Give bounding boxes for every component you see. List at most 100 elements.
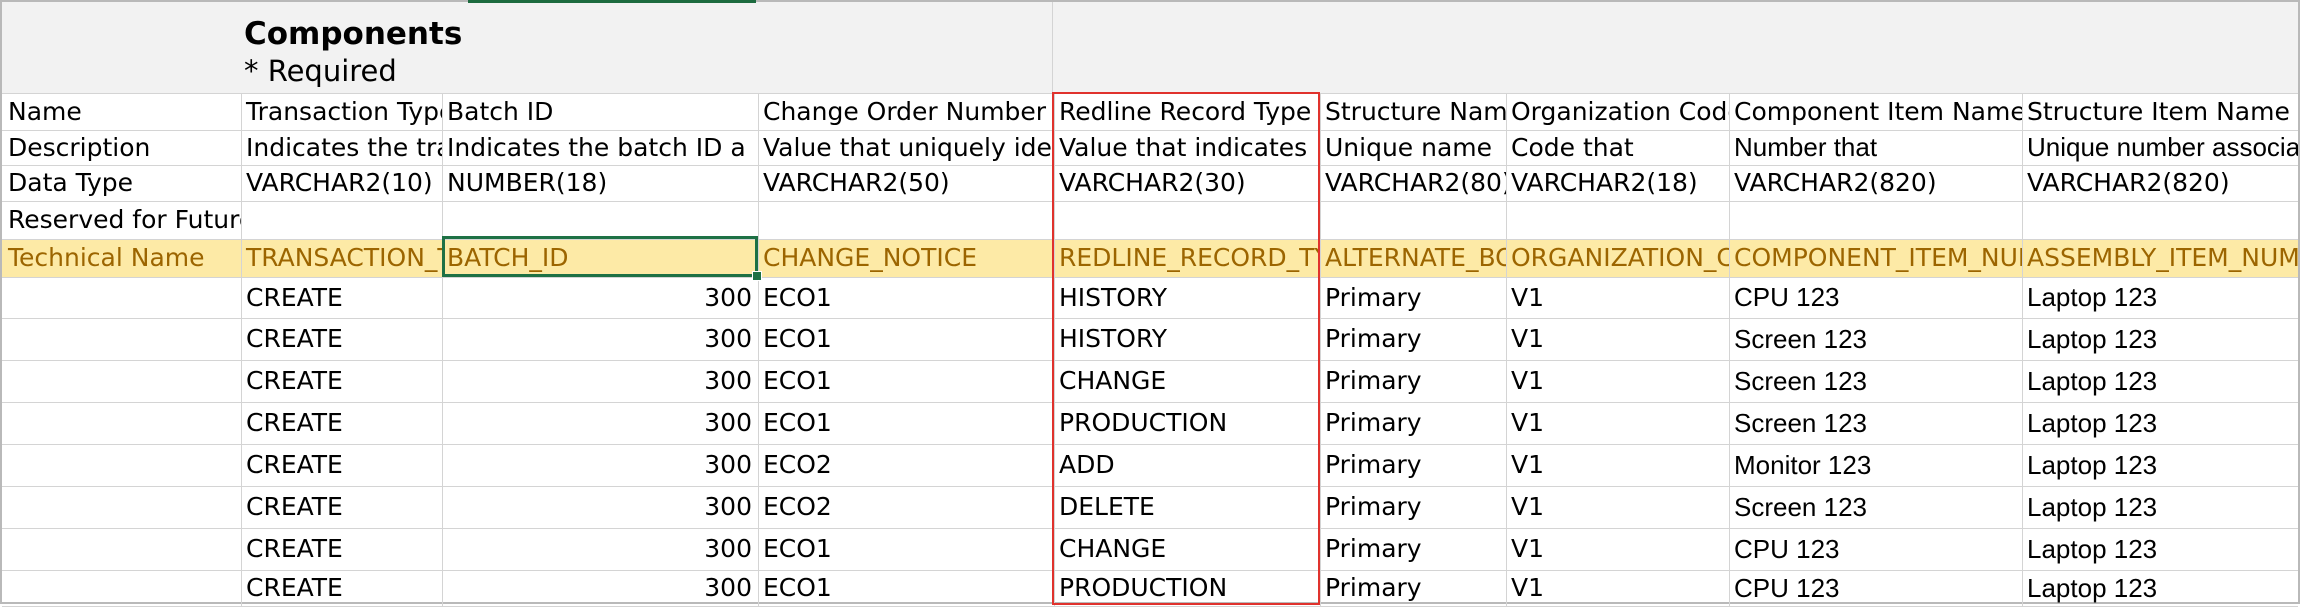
header-data-type-cell[interactable]: VARCHAR2(50): [763, 168, 950, 197]
row-blank-label[interactable]: [2, 570, 241, 606]
data-cell[interactable]: Laptop 123: [2027, 573, 2158, 603]
data-cell[interactable]: Laptop 123: [2027, 282, 2158, 312]
fill-handle[interactable]: [752, 271, 762, 281]
data-cell[interactable]: PRODUCTION: [1059, 408, 1228, 437]
data-cell[interactable]: Primary: [1325, 573, 1422, 602]
data-cell[interactable]: V1: [1511, 450, 1545, 479]
header-name-cell[interactable]: Structure Item Name: [2027, 97, 2290, 126]
data-cell[interactable]: CREATE: [246, 492, 343, 521]
data-cell[interactable]: Primary: [1325, 366, 1422, 395]
data-cell[interactable]: Primary: [1325, 324, 1422, 353]
data-cell[interactable]: Laptop 123: [2027, 366, 2158, 396]
header-data-type-cell[interactable]: VARCHAR2(30): [1059, 168, 1246, 197]
header-name-cell[interactable]: Batch ID: [447, 97, 554, 126]
data-cell[interactable]: CREATE: [246, 366, 343, 395]
data-cell[interactable]: ECO1: [763, 408, 832, 437]
data-cell[interactable]: CHANGE: [1059, 534, 1167, 563]
row-label-name[interactable]: Name: [8, 97, 82, 126]
header-data-type-cell[interactable]: VARCHAR2(10): [246, 168, 433, 197]
reserved-cell[interactable]: [241, 201, 442, 239]
row-label-data-type[interactable]: Data Type: [8, 168, 134, 197]
data-cell[interactable]: ECO1: [763, 534, 832, 563]
header-data-type-cell[interactable]: VARCHAR2(18): [1511, 168, 1698, 197]
data-cell[interactable]: 300: [704, 573, 752, 602]
data-cell[interactable]: V1: [1511, 366, 1545, 395]
data-cell[interactable]: CPU 123: [1734, 282, 1840, 312]
header-data-type-cell[interactable]: VARCHAR2(820): [1734, 168, 1937, 197]
header-technical-name-cell[interactable]: COMPONENT_ITEM_NUMBER: [1734, 243, 2022, 272]
data-cell[interactable]: Primary: [1325, 534, 1422, 563]
data-cell[interactable]: 300: [704, 408, 752, 437]
reserved-cell[interactable]: [1320, 201, 1506, 239]
row-label-technical-name[interactable]: Technical Name: [8, 243, 205, 272]
header-data-type-cell[interactable]: NUMBER(18): [447, 168, 608, 197]
data-cell[interactable]: ECO1: [763, 324, 832, 353]
data-cell[interactable]: CREATE: [246, 573, 343, 602]
header-description-cell[interactable]: Code that: [1511, 133, 1634, 162]
data-cell[interactable]: CREATE: [246, 534, 343, 563]
data-cell[interactable]: V1: [1511, 534, 1545, 563]
data-cell[interactable]: Laptop 123: [2027, 534, 2158, 564]
data-cell[interactable]: Laptop 123: [2027, 492, 2158, 522]
data-cell[interactable]: PRODUCTION: [1059, 573, 1228, 602]
header-technical-name-cell[interactable]: CHANGE_NOTICE: [763, 243, 978, 272]
data-cell[interactable]: 300: [704, 324, 752, 353]
header-name-cell[interactable]: Redline Record Type: [1059, 97, 1312, 126]
row-blank-label[interactable]: [2, 486, 241, 528]
row-label-reserved[interactable]: Reserved for Future Use: [8, 205, 241, 234]
header-name-cell[interactable]: Structure Name: [1325, 97, 1506, 126]
data-cell[interactable]: HISTORY: [1059, 324, 1168, 353]
row-blank-label[interactable]: [2, 528, 241, 570]
header-description-cell[interactable]: Value that indicates: [1059, 133, 1308, 162]
header-name-cell[interactable]: Transaction Type: [246, 97, 442, 126]
data-cell[interactable]: 300: [704, 283, 752, 312]
data-cell[interactable]: ECO1: [763, 366, 832, 395]
header-description-cell[interactable]: Indicates the batch ID a: [447, 133, 746, 162]
data-cell[interactable]: Screen 123: [1734, 324, 1867, 354]
data-cell[interactable]: ECO1: [763, 283, 832, 312]
data-cell[interactable]: 300: [704, 534, 752, 563]
header-technical-name-cell[interactable]: ALTERNATE_BOM_DESIGNATOR: [1325, 243, 1506, 272]
header-description-cell[interactable]: Indicates the transaction type: [246, 133, 442, 162]
data-cell[interactable]: Primary: [1325, 492, 1422, 521]
data-cell[interactable]: Primary: [1325, 283, 1422, 312]
reserved-cell[interactable]: [758, 201, 1054, 239]
data-cell[interactable]: DELETE: [1059, 492, 1155, 521]
data-cell[interactable]: 300: [704, 492, 752, 521]
row-blank-label[interactable]: [2, 277, 241, 318]
header-description-cell[interactable]: Unique name: [1325, 133, 1493, 162]
reserved-cell[interactable]: [1506, 201, 1729, 239]
data-cell[interactable]: CREATE: [246, 408, 343, 437]
data-cell[interactable]: Screen 123: [1734, 366, 1867, 396]
header-description-cell[interactable]: Number that: [1734, 132, 1878, 162]
data-cell[interactable]: Primary: [1325, 408, 1422, 437]
header-technical-name-cell[interactable]: BATCH_ID: [447, 243, 569, 272]
header-data-type-cell[interactable]: VARCHAR2(820): [2027, 168, 2230, 197]
data-cell[interactable]: CREATE: [246, 450, 343, 479]
reserved-cell[interactable]: [2022, 201, 2298, 239]
data-cell[interactable]: Primary: [1325, 450, 1422, 479]
header-technical-name-cell[interactable]: ORGANIZATION_CODE: [1511, 243, 1729, 272]
row-blank-label[interactable]: [2, 444, 241, 486]
data-cell[interactable]: CHANGE: [1059, 366, 1167, 395]
row-blank-label[interactable]: [2, 402, 241, 444]
data-cell[interactable]: 300: [704, 366, 752, 395]
data-cell[interactable]: V1: [1511, 283, 1545, 312]
data-cell[interactable]: Screen 123: [1734, 408, 1867, 438]
data-cell[interactable]: CPU 123: [1734, 534, 1840, 564]
data-cell[interactable]: Monitor 123: [1734, 450, 1872, 480]
data-cell[interactable]: V1: [1511, 324, 1545, 353]
data-cell[interactable]: Laptop 123: [2027, 324, 2158, 354]
header-technical-name-cell[interactable]: ASSEMBLY_ITEM_NUMBER: [2027, 243, 2298, 272]
data-cell[interactable]: HISTORY: [1059, 283, 1168, 312]
data-cell[interactable]: ECO1: [763, 573, 832, 602]
data-cell[interactable]: V1: [1511, 492, 1545, 521]
header-name-cell[interactable]: Organization Code: [1511, 97, 1729, 126]
data-cell[interactable]: ADD: [1059, 450, 1115, 479]
header-name-cell[interactable]: Change Order Number: [763, 97, 1047, 126]
data-cell[interactable]: Screen 123: [1734, 492, 1867, 522]
data-cell[interactable]: V1: [1511, 573, 1545, 602]
row-blank-label[interactable]: [2, 318, 241, 360]
header-data-type-cell[interactable]: VARCHAR2(80): [1325, 168, 1506, 197]
